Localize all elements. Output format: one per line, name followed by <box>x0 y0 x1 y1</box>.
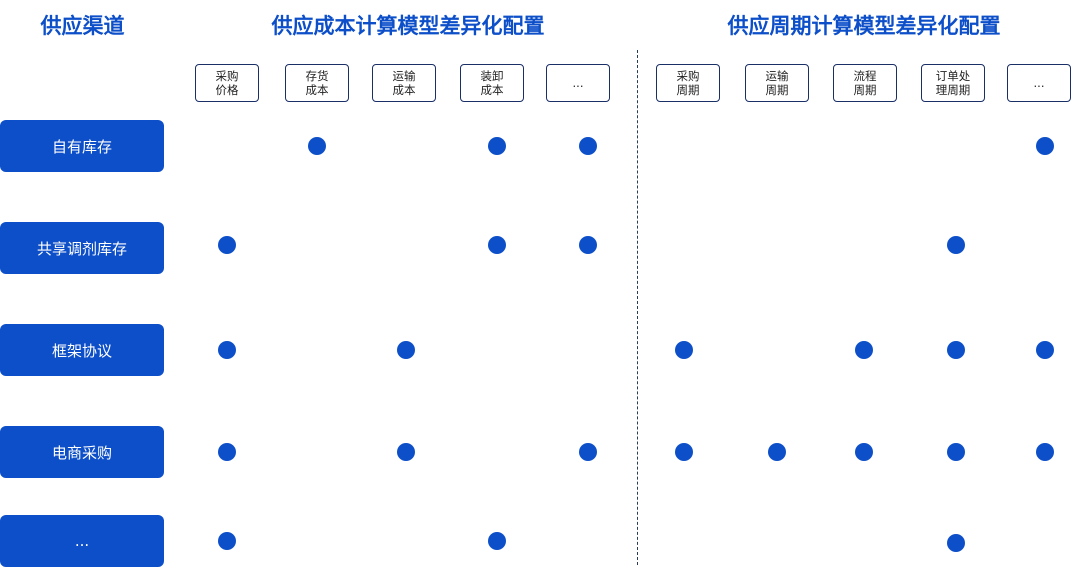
channel-framework-agreement[interactable]: 框架协议 <box>0 324 164 376</box>
cycle-config-dot <box>1036 443 1054 461</box>
cost-config-dot <box>579 137 597 155</box>
column-header-inventory-cost: 存货 成本 <box>285 64 349 102</box>
cycle-config-dot <box>1036 341 1054 359</box>
cycle-config-dot <box>675 341 693 359</box>
cost-config-dot <box>218 532 236 550</box>
cost-config-dot <box>488 532 506 550</box>
cycle-config-dot <box>947 236 965 254</box>
column-header-handling-cost: 装卸 成本 <box>460 64 524 102</box>
column-header-line: 理周期 <box>935 83 971 97</box>
column-header-line: 周期 <box>765 83 789 97</box>
cycle-model-title: 供应周期计算模型差异化配置 <box>727 14 1001 38</box>
column-header-purchase-cycle: 采购 周期 <box>656 64 720 102</box>
column-header-line: 运输 <box>765 69 789 83</box>
column-header-line: ... <box>572 76 584 90</box>
channel-title: 供应渠道 <box>40 14 125 38</box>
cost-config-dot <box>579 443 597 461</box>
channel-shared-inventory[interactable]: 共享调剂库存 <box>0 222 164 274</box>
column-header-line: 价格 <box>215 83 239 97</box>
cost-config-dot <box>308 137 326 155</box>
cost-config-dot <box>488 137 506 155</box>
column-header-line: 成本 <box>480 83 504 97</box>
channel-more[interactable]: ... <box>0 515 164 567</box>
cycle-config-dot <box>768 443 786 461</box>
cost-config-dot <box>397 443 415 461</box>
column-header-transport-cost: 运输 成本 <box>372 64 436 102</box>
cost-config-dot <box>397 341 415 359</box>
column-header-line: 成本 <box>305 83 329 97</box>
column-header-line: 订单处 <box>935 69 971 83</box>
column-header-line: 周期 <box>853 83 877 97</box>
cost-config-dot <box>488 236 506 254</box>
column-header-line: 采购 <box>676 69 700 83</box>
column-header-line: ... <box>1033 76 1045 90</box>
cycle-config-dot <box>675 443 693 461</box>
column-header-line: 采购 <box>215 69 239 83</box>
cycle-config-dot <box>855 443 873 461</box>
cost-model-title: 供应成本计算模型差异化配置 <box>271 14 545 38</box>
column-header-transport-cycle: 运输 周期 <box>745 64 809 102</box>
column-header-line: 成本 <box>392 83 416 97</box>
column-header-line: 周期 <box>676 83 700 97</box>
cycle-config-dot <box>947 443 965 461</box>
column-header-line: 存货 <box>305 69 329 83</box>
cycle-config-dot <box>1036 137 1054 155</box>
channel-own-inventory[interactable]: 自有库存 <box>0 120 164 172</box>
column-header-cycle-more: ... <box>1007 64 1071 102</box>
column-header-cost-more: ... <box>546 64 610 102</box>
cost-config-dot <box>218 236 236 254</box>
cycle-config-dot <box>855 341 873 359</box>
cycle-config-dot <box>947 341 965 359</box>
section-divider <box>637 50 638 565</box>
column-header-purchase-price: 采购 价格 <box>195 64 259 102</box>
cost-config-dot <box>218 443 236 461</box>
column-header-line: 装卸 <box>480 69 504 83</box>
column-header-process-cycle: 流程 周期 <box>833 64 897 102</box>
cost-config-dot <box>218 341 236 359</box>
column-header-line: 运输 <box>392 69 416 83</box>
cost-config-dot <box>579 236 597 254</box>
column-header-line: 流程 <box>853 69 877 83</box>
column-header-order-cycle: 订单处 理周期 <box>921 64 985 102</box>
channel-ecommerce-purchase[interactable]: 电商采购 <box>0 426 164 478</box>
cycle-config-dot <box>947 534 965 552</box>
